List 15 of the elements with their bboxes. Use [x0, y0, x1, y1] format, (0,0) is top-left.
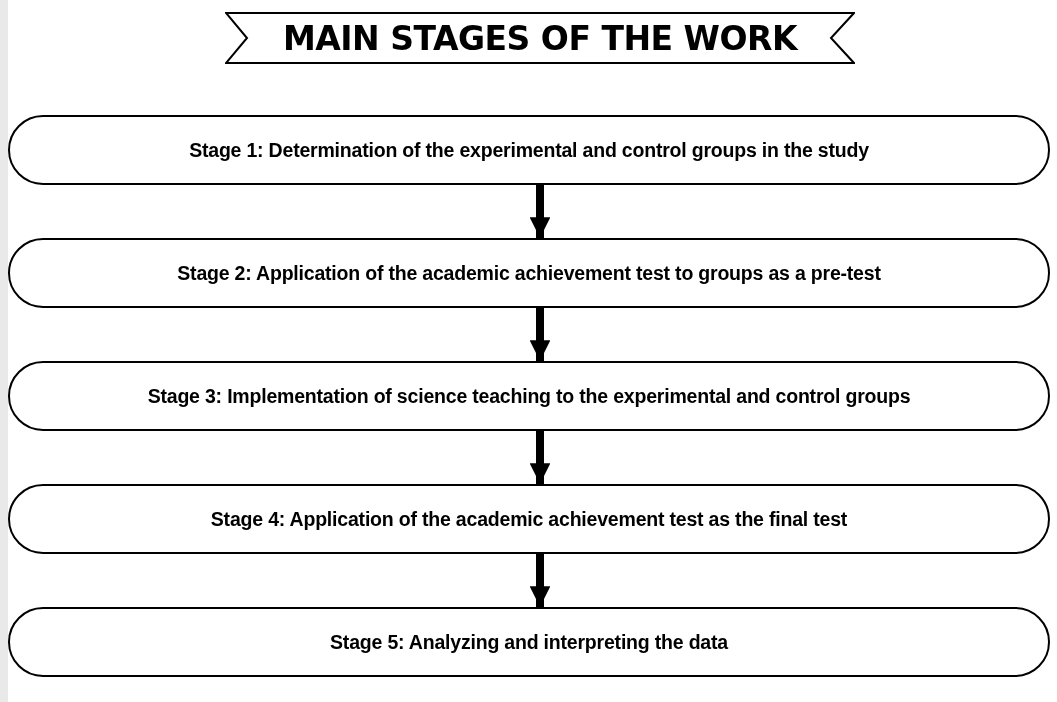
stage-pill — [8, 484, 1050, 554]
stage-pill — [8, 607, 1050, 677]
stage-text: Stage 4: Application of the academic achievement test as the final test — [210, 507, 848, 531]
stage-text: Stage 1: Determination of the experimental and control groups in the study — [189, 138, 869, 162]
arrow — [529, 554, 551, 607]
arrow — [529, 431, 551, 484]
arrow — [529, 185, 551, 238]
stage-pill — [8, 115, 1050, 185]
stage-text: Stage 2: Application of the academic achievement test to groups as a pre-test — [177, 261, 881, 285]
stage-text: Stage 3: Implementation of science teaching to the experimental and control groups — [147, 384, 911, 408]
title: MAIN STAGES OF THE WORK — [281, 17, 800, 60]
stage-pill — [8, 361, 1050, 431]
stage-text: Stage 5: Analyzing and interpreting the data — [330, 630, 728, 654]
arrow — [529, 308, 551, 361]
stage-pill — [8, 238, 1050, 308]
